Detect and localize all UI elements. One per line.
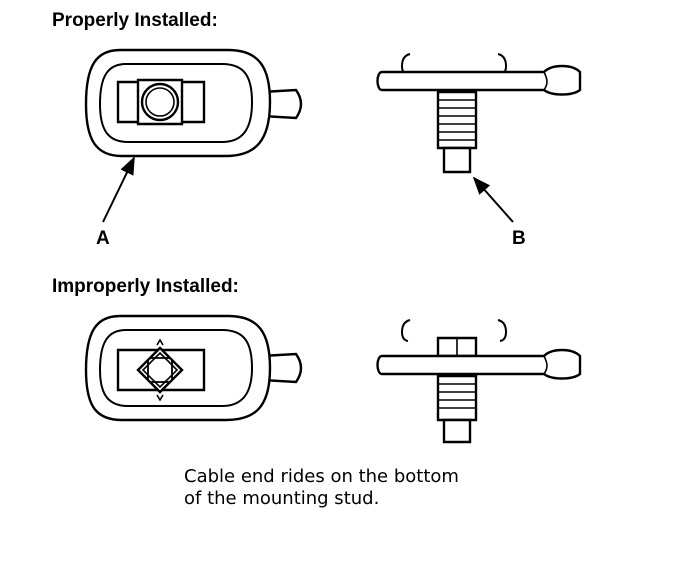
improper-stud-square	[148, 358, 172, 382]
proper-side-plate	[378, 66, 581, 95]
caption-line-2: of the mounting stud.	[184, 488, 380, 509]
arrow-b	[472, 176, 513, 222]
improper-rock-marker-top	[157, 340, 163, 345]
proper-side-view	[378, 54, 581, 222]
improper-rock-marker-bottom	[157, 395, 163, 400]
callout-label-a: A	[96, 228, 110, 249]
improper-side-plate	[378, 350, 581, 379]
proper-stud-tip	[444, 148, 470, 172]
proper-stud-square	[138, 80, 182, 124]
heading-improperly-installed: Improperly Installed:	[52, 276, 239, 297]
proper-top-view	[86, 50, 301, 222]
proper-lever-arm	[262, 90, 301, 118]
improper-cable-end-inner	[100, 330, 252, 406]
improper-lever-arm	[262, 354, 301, 382]
caption-line-1: Cable end rides on the bottom	[184, 466, 459, 487]
callout-label-b: B	[512, 228, 526, 249]
improper-side-bracket	[402, 320, 506, 341]
proper-stud-circle	[142, 84, 178, 120]
improper-stud-threads	[438, 376, 476, 420]
arrow-a	[103, 156, 134, 222]
improper-side-view	[378, 320, 581, 442]
proper-cable-end-inner	[100, 64, 252, 142]
improper-stud-tip	[444, 420, 470, 442]
improper-top-view	[86, 316, 301, 420]
heading-properly-installed: Properly Installed:	[52, 10, 218, 31]
